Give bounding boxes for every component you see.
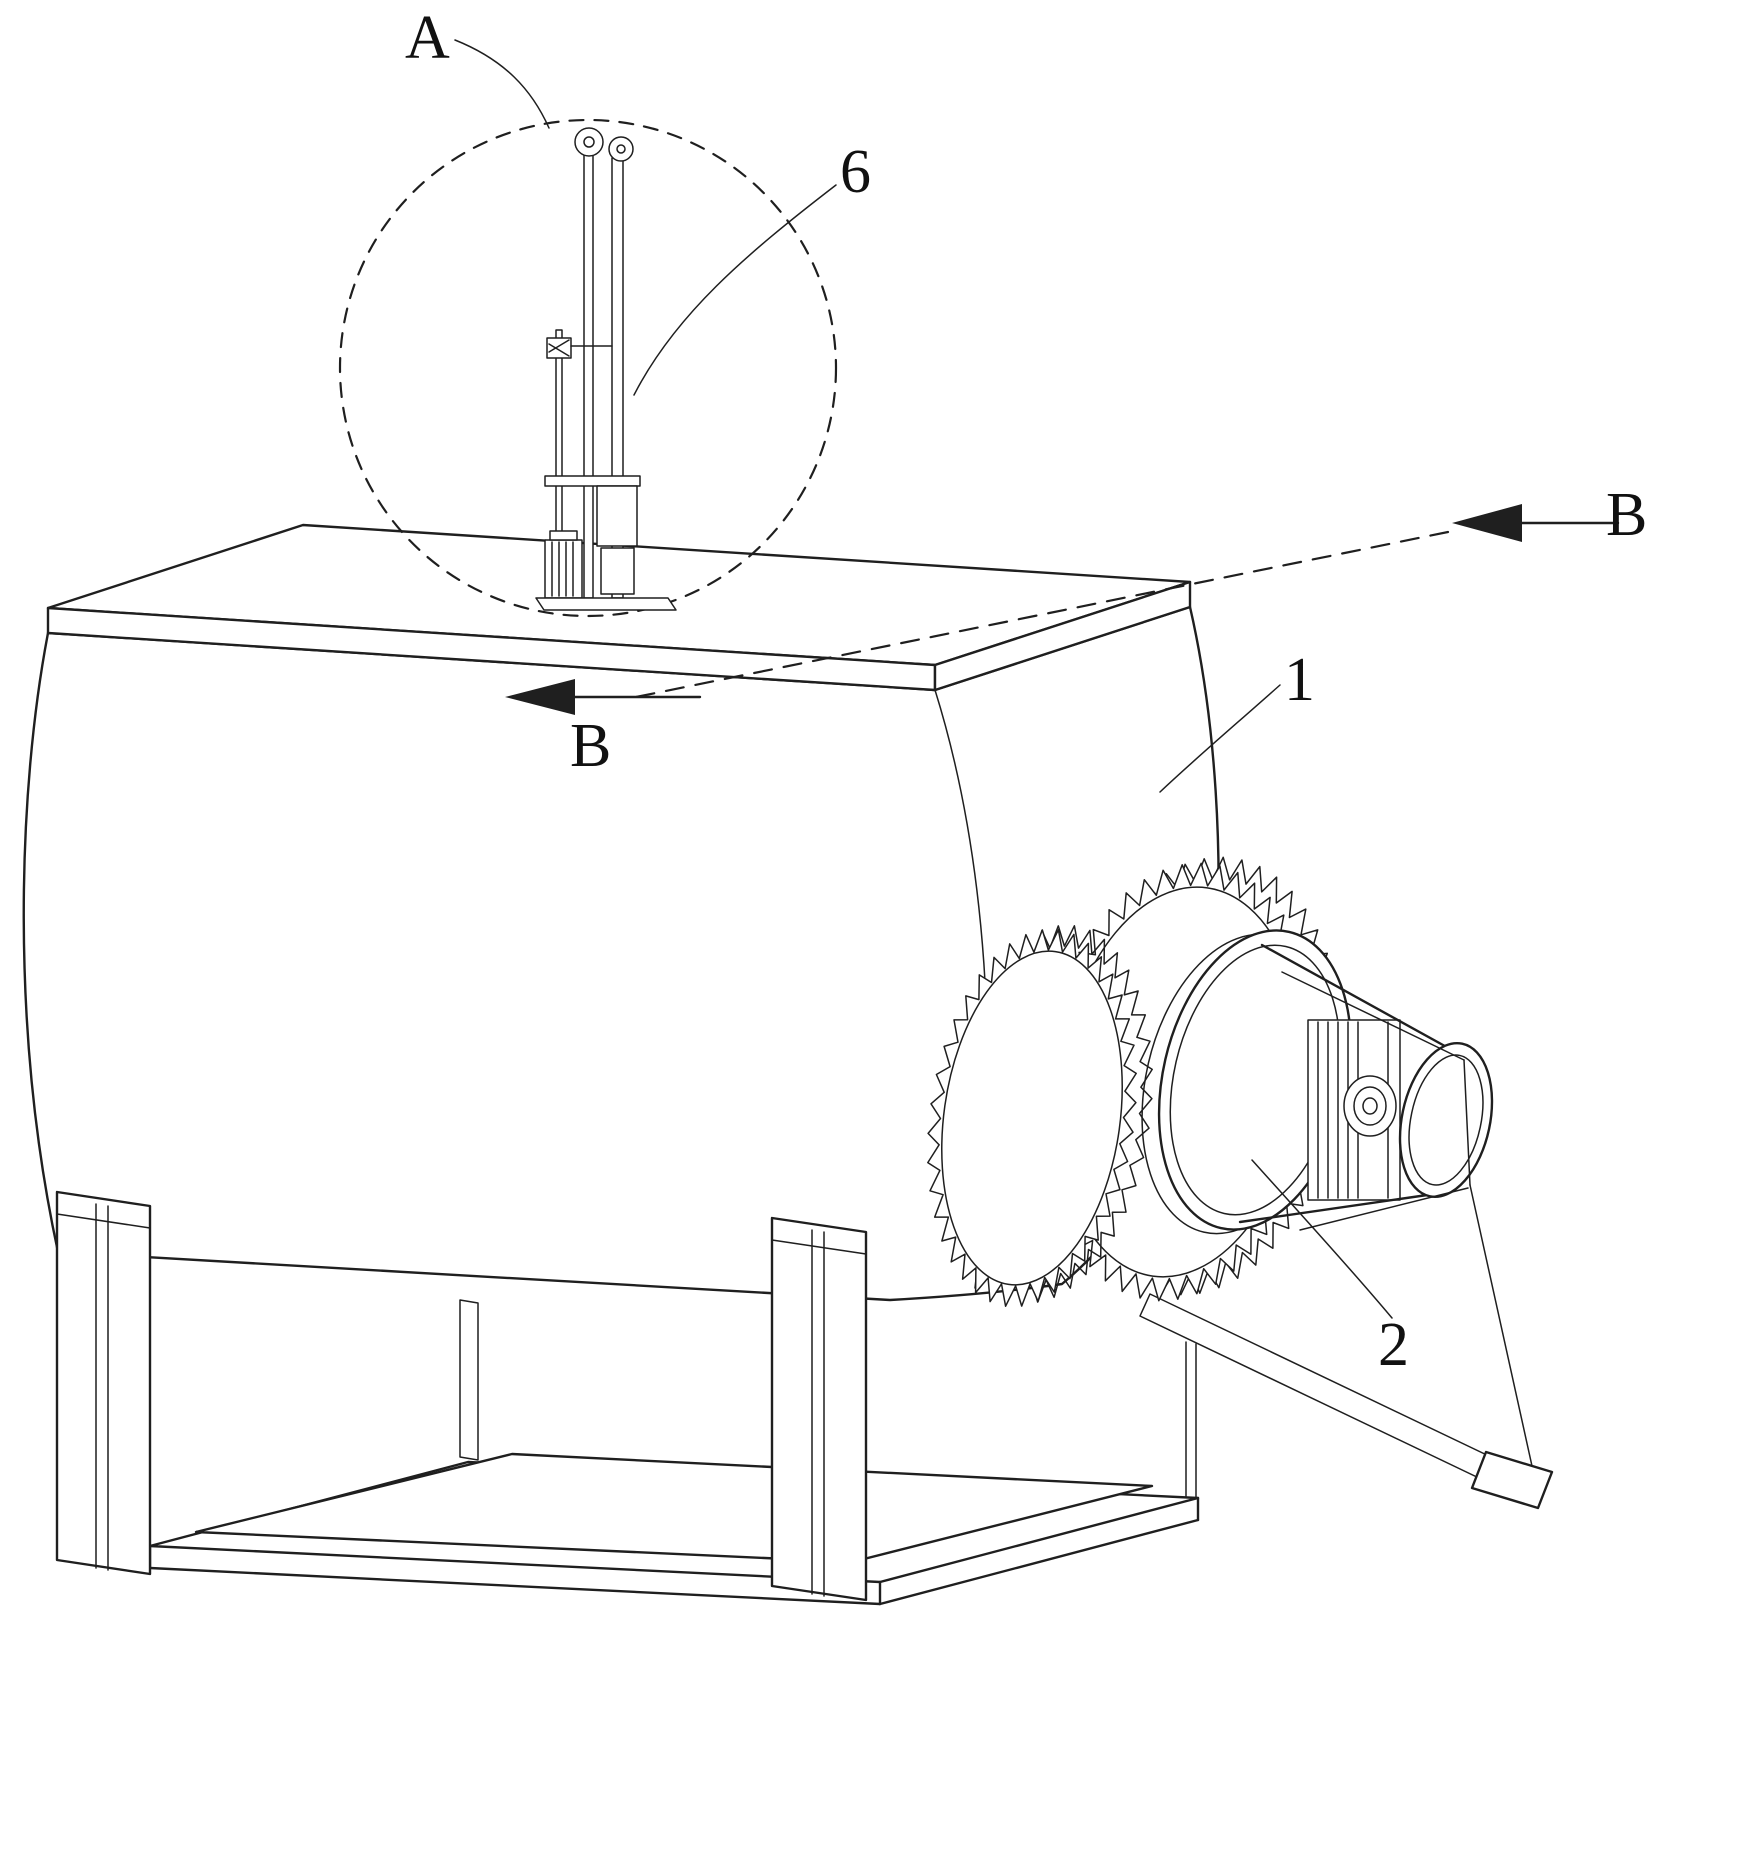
base-ring-inner bbox=[194, 1452, 1154, 1564]
belt-top bbox=[1260, 943, 1454, 1052]
section-arrow-top-head bbox=[1452, 504, 1522, 542]
label-b-bottom: B bbox=[570, 712, 611, 780]
base-frame bbox=[55, 1190, 1200, 1606]
leg-right-cap bbox=[771, 1239, 867, 1255]
lift-motor bbox=[544, 539, 583, 599]
carriage-hatch-b bbox=[548, 339, 570, 353]
motor-bracket bbox=[1281, 971, 1533, 1467]
tank-front-silhouette bbox=[22, 605, 1220, 1302]
pulley-small bbox=[1398, 1041, 1494, 1199]
motor-assembly bbox=[1141, 929, 1533, 1467]
base-bottom-right bbox=[878, 1518, 1200, 1606]
lift-motor-cap bbox=[549, 530, 578, 541]
leader-a bbox=[454, 39, 550, 129]
label-b-top: B bbox=[1606, 481, 1647, 549]
leg-left-cap bbox=[56, 1213, 151, 1229]
label-6: 6 bbox=[840, 138, 871, 206]
carriage-hatch-a bbox=[548, 343, 570, 357]
detail-circle-a bbox=[338, 118, 838, 618]
pulley-small-rim bbox=[1408, 1054, 1484, 1186]
section-arrow-bottom-head bbox=[505, 679, 575, 715]
label-1: 1 bbox=[1284, 646, 1315, 714]
leader-6 bbox=[633, 184, 837, 396]
drive-gear-small bbox=[927, 925, 1153, 1307]
section-line-bb bbox=[505, 504, 1620, 715]
label-a: A bbox=[405, 4, 450, 72]
mount-plate bbox=[535, 597, 677, 611]
cross-bracket bbox=[544, 475, 641, 487]
belt-bottom bbox=[1238, 1190, 1450, 1224]
guide-block bbox=[600, 547, 635, 595]
label-2: 2 bbox=[1378, 1311, 1409, 1379]
mechanism-rod-left bbox=[583, 151, 594, 599]
lift-motor-fins bbox=[551, 541, 574, 597]
motor-fins bbox=[1317, 1021, 1389, 1199]
pulley-wheel-right-hub bbox=[616, 144, 626, 154]
base-leg-right bbox=[770, 1216, 868, 1602]
base-post-back-left bbox=[459, 1299, 479, 1461]
screw-rod bbox=[555, 329, 563, 563]
tank-body bbox=[22, 605, 1220, 1302]
section-arrow-top bbox=[1452, 504, 1620, 542]
slider-block bbox=[596, 485, 638, 547]
gear-small-rim bbox=[941, 950, 1123, 1286]
section-dashed-line bbox=[634, 530, 1450, 699]
gear-small-front-ring bbox=[927, 929, 1137, 1307]
leader-1 bbox=[1159, 684, 1281, 793]
callouts: A 6 B B 1 2 bbox=[405, 4, 1647, 1379]
pulley-wheel-left-hub bbox=[583, 136, 595, 148]
base-bottom-front bbox=[148, 1566, 882, 1606]
lift-mechanism bbox=[535, 127, 677, 611]
leader-2 bbox=[1251, 1159, 1393, 1319]
support-strut bbox=[1139, 1293, 1554, 1510]
foot-plate bbox=[1470, 1450, 1554, 1510]
section-arrow-bottom bbox=[505, 679, 702, 715]
lid-right-edge bbox=[933, 580, 1192, 692]
base-leg-left bbox=[55, 1190, 152, 1576]
motor-shaft-inner bbox=[1362, 1097, 1378, 1115]
